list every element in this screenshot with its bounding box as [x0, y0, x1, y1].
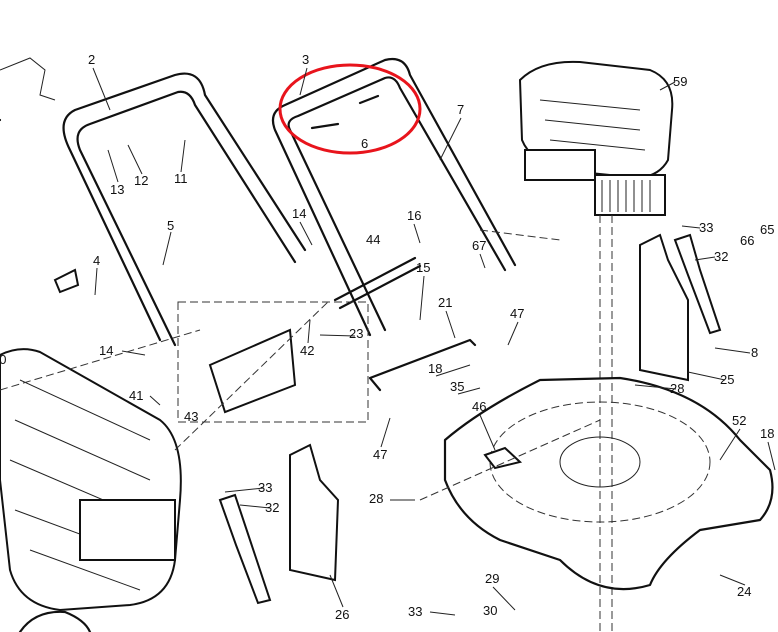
label-67: 67 [472, 238, 486, 253]
label-25: 25 [720, 372, 734, 387]
label-33c: 33 [408, 604, 422, 619]
label-41: 41 [129, 388, 143, 403]
label-8: 8 [751, 345, 758, 360]
label-23: 23 [349, 326, 363, 341]
label-26: 26 [335, 607, 349, 622]
label-29: 29 [485, 571, 499, 586]
label-28b: 28 [369, 491, 383, 506]
knob-4 [53, 268, 80, 294]
label-18: 18 [428, 361, 442, 376]
label-18b: 18 [760, 426, 774, 441]
rod-44 [333, 256, 422, 310]
rod-21 [368, 338, 477, 392]
label-35: 35 [450, 379, 464, 394]
label-47b: 47 [373, 447, 387, 462]
label-11: 11 [174, 171, 188, 186]
bolt-6 [310, 94, 380, 130]
label-65: 65 [760, 222, 774, 237]
label-44: 44 [366, 232, 380, 247]
highlight-circle [278, 63, 422, 155]
label-6: 6 [361, 136, 368, 151]
control-cable [0, 57, 56, 101]
label-7: 7 [457, 102, 464, 117]
label-52: 52 [732, 413, 746, 428]
label-32b: 32 [265, 500, 279, 515]
rear-door-group [177, 301, 369, 423]
label-2: 2 [88, 52, 95, 67]
label-14: 14 [292, 206, 306, 221]
label-20: 20 [0, 352, 6, 367]
label-42: 42 [300, 343, 314, 358]
label-15: 15 [416, 260, 430, 275]
label-32: 32 [714, 249, 728, 264]
label-33b: 33 [258, 480, 272, 495]
label-43: 43 [184, 409, 198, 424]
lever-32 [673, 233, 722, 335]
label-46: 46 [472, 399, 486, 414]
label-47: 47 [510, 306, 524, 321]
engine-centerline [599, 215, 613, 632]
label-4: 4 [93, 253, 100, 268]
deck-plate [483, 446, 523, 470]
label-28: 28 [670, 381, 684, 396]
label-24: 24 [737, 584, 751, 599]
label-21: 21 [438, 295, 452, 310]
rear-door [208, 328, 297, 414]
grass-bag [0, 348, 182, 612]
upper-handle [271, 57, 517, 337]
label-16: 16 [407, 208, 421, 223]
mower-deck [443, 376, 774, 591]
label-3: 3 [302, 52, 309, 67]
label-12: 12 [134, 173, 148, 188]
height-adjuster-26 [289, 443, 340, 582]
label-66: 66 [740, 233, 754, 248]
label-14b: 14 [99, 343, 113, 358]
height-adjuster-25 [639, 233, 689, 382]
label-30: 30 [483, 603, 497, 618]
label-5: 5 [167, 218, 174, 233]
lever-32-left [218, 493, 272, 605]
engine [518, 60, 674, 216]
label-13: 13 [110, 182, 124, 197]
wheel [18, 610, 92, 632]
part-labels: 2 3 59 7 6 13 12 11 5 4 14 16 44 67 15 3… [0, 52, 774, 622]
label-59: 59 [673, 74, 687, 89]
label-33: 33 [699, 220, 713, 235]
lower-handle [62, 72, 307, 347]
